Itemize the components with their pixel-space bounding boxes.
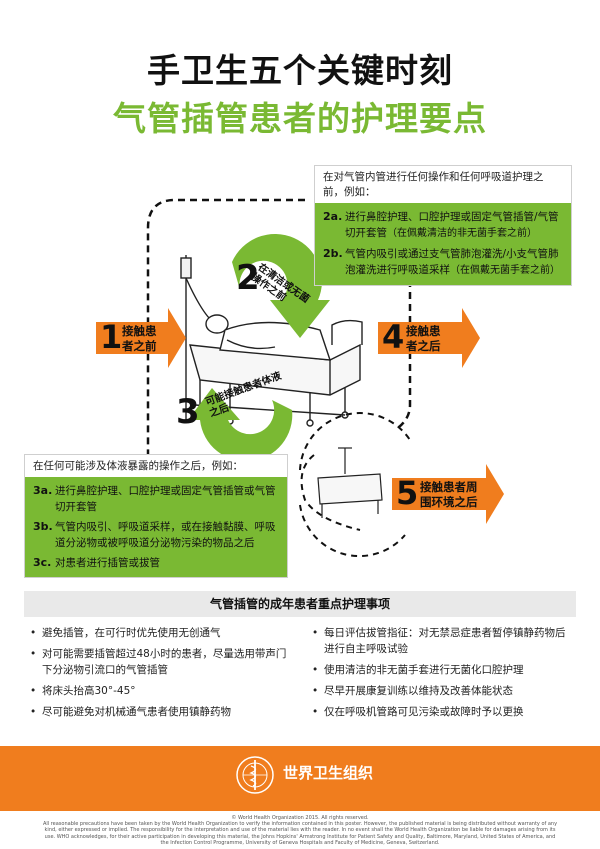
moment-1-label: 接触患 者之前	[122, 324, 157, 354]
moment-2-intro: 在对气管内管进行任何操作和任何呼吸道护理之前，例如：	[323, 171, 544, 198]
list-item: 3b. 气管内吸引、呼吸道采样，或在接触黏膜、呼吸道分泌物或被呼吸道分泌物污染的…	[33, 519, 277, 551]
moment-2-arrow	[232, 233, 330, 338]
list-item: 2b. 气管内吸引或通过支气管肺泡灌洗/小支气管肺泡灌洗进行呼吸道采样（在佩戴无…	[323, 246, 561, 279]
item-text: 气管内吸引、呼吸道采样，或在接触黏膜、呼吸道分泌物或被呼吸道分泌物污染的物品之后	[55, 521, 276, 549]
moment-3-number: 3	[176, 392, 200, 432]
item-text: 避免插管，在可行时优先使用无创通气	[42, 627, 221, 639]
footer-band	[0, 746, 600, 811]
moment-5-label: 接触患者周 围环境之后	[420, 480, 478, 510]
bullet-icon: •	[312, 685, 319, 697]
item-number: 3a.	[33, 484, 53, 497]
moment-4-number: 4	[382, 318, 405, 356]
list-item: • 对可能需要插管超过48小时的患者，尽量选用带声门下分泌物引流口的气管插管	[30, 646, 292, 678]
moment-4-line2: 者之后	[406, 339, 441, 353]
moment-5-line1: 接触患者周	[420, 480, 478, 494]
item-number: 3c.	[33, 556, 52, 569]
moment-3-arrow	[188, 388, 293, 462]
bullet-icon: •	[30, 706, 37, 718]
list-item: • 尽可能避免对机械通气患者使用镇静药物	[30, 704, 292, 720]
item-text: 进行鼻腔护理、口腔护理或固定气管插管或气管切开套管	[55, 485, 276, 513]
item-text-main: 气管内吸引或通过支气管肺泡灌洗/小支气管肺泡灌洗进行呼吸道采样	[345, 248, 559, 276]
moment-4-arrow	[378, 308, 480, 368]
item-number: 3b.	[33, 520, 53, 533]
moments-diagram	[96, 198, 504, 558]
bullet-icon: •	[30, 648, 37, 660]
bullet-icon: •	[312, 627, 319, 639]
moment-4-label: 接触患 者之后	[406, 324, 441, 354]
moment-5-number: 5	[396, 474, 419, 512]
dashed-path-bottom	[300, 454, 361, 531]
copyright-text: © World Health Organization 2015. All ri…	[231, 815, 369, 821]
footer-fine-print: © World Health Organization 2015. All ri…	[40, 815, 560, 846]
list-item: 3a. 进行鼻腔护理、口腔护理或固定气管插管或气管切开套管	[33, 483, 277, 515]
page-subtitle: 气管插管患者的护理要点	[113, 99, 487, 138]
item-text: 每日评估拔管指征：对无禁忌症患者暂停镇静药物后进行自主呼吸试验	[324, 627, 566, 655]
who-emblem-icon	[236, 756, 274, 794]
moment-2-examples-box: 在对气管内管进行任何操作和任何呼吸道护理之前，例如： 2a. 进行鼻腔护理、口腔…	[314, 165, 572, 286]
page-title: 手卫生五个关键时刻	[147, 51, 453, 90]
moment-3-intro: 在任何可能涉及体液暴露的操作之后，例如：	[33, 460, 243, 472]
list-item: • 尽早开展康复训练以维持及改善体能状态	[312, 683, 574, 699]
moment-5-line2: 围环境之后	[420, 495, 478, 509]
care-list-right: • 每日评估拔管指征：对无禁忌症患者暂停镇静药物后进行自主呼吸试验 • 使用清洁的非…	[312, 625, 574, 725]
item-text: 尽可能避免对机械通气患者使用镇静药物	[42, 706, 231, 718]
moment-4-line1: 接触患	[406, 324, 441, 338]
item-text: 对可能需要插管超过48小时的患者，尽量选用带声门下分泌物引流口的气管插管	[42, 648, 287, 676]
moment-2-number: 2	[236, 258, 260, 298]
moment-1-line1: 接触患	[122, 324, 157, 338]
item-number: 2b.	[323, 247, 343, 260]
hospital-bed-illustration	[180, 255, 363, 427]
item-text: 仅在呼吸机管路可见污染或故障时予以更换	[324, 706, 524, 718]
moment-1-arrow	[96, 308, 186, 368]
item-text: 对患者进行插管或拔管	[55, 557, 160, 569]
item-note: （在佩戴无菌手套之前）	[450, 265, 560, 276]
moment-3-list: 3a. 进行鼻腔护理、口腔护理或固定气管插管或气管切开套管 3b. 气管内吸引、…	[25, 477, 287, 577]
bullet-icon: •	[30, 627, 37, 639]
list-item: • 将床头抬高30°-45°	[30, 683, 292, 699]
bullet-icon: •	[312, 706, 319, 718]
item-note: （在佩戴清洁的非无菌手套之前）	[387, 228, 537, 239]
item-text: 进行鼻腔护理、口腔护理或固定气管插管/气管切开套管（在佩戴清洁的非无菌手套之前）	[345, 209, 561, 242]
disclaimer-text: All reasonable precautions have been tak…	[42, 821, 558, 846]
moment-5-arrow	[392, 464, 504, 524]
item-text-main: 进行鼻腔护理、口腔护理或固定气管插管/气管切开套管	[345, 211, 559, 239]
bullet-icon: •	[312, 664, 319, 676]
bullet-icon: •	[30, 685, 37, 697]
item-text: 尽早开展康复训练以维持及改善体能状态	[324, 685, 513, 697]
list-item: 2a. 进行鼻腔护理、口腔护理或固定气管插管/气管切开套管（在佩戴清洁的非无菌手…	[323, 209, 561, 242]
care-section-title: 气管插管的成年患者重点护理事项	[24, 591, 576, 617]
list-item: 3c. 对患者进行插管或拔管	[33, 555, 277, 571]
list-item: • 仅在呼吸机管路可见污染或故障时予以更换	[312, 704, 574, 720]
item-text: 使用清洁的非无菌手套进行无菌化口腔护理	[324, 664, 524, 676]
list-item: • 每日评估拔管指征：对无禁忌症患者暂停镇静药物后进行自主呼吸试验	[312, 625, 574, 657]
care-list-left: • 避免插管，在可行时优先使用无创通气 • 对可能需要插管超过48小时的患者，尽量选…	[30, 625, 292, 725]
moment-3-examples-box: 在任何可能涉及体液暴露的操作之后，例如： 3a. 进行鼻腔护理、口腔护理或固定气…	[24, 454, 288, 578]
moment-1-number: 1	[100, 318, 123, 356]
who-name: 世界卫生组织	[283, 764, 374, 782]
list-item: • 使用清洁的非无菌手套进行无菌化口腔护理	[312, 662, 574, 678]
list-item: • 避免插管，在可行时优先使用无创通气	[30, 625, 292, 641]
item-text: 将床头抬高30°-45°	[42, 685, 136, 697]
environment-bed-illustration	[317, 447, 383, 518]
item-number: 2a.	[323, 210, 343, 223]
dashed-path-right	[394, 280, 412, 432]
moment-1-line2: 者之前	[122, 339, 157, 353]
dashed-path-left	[146, 198, 305, 455]
moment-2-list: 2a. 进行鼻腔护理、口腔护理或固定气管插管/气管切开套管（在佩戴清洁的非无菌手…	[315, 203, 571, 285]
item-text: 气管内吸引或通过支气管肺泡灌洗/小支气管肺泡灌洗进行呼吸道采样（在佩戴无菌手套之…	[345, 246, 561, 279]
